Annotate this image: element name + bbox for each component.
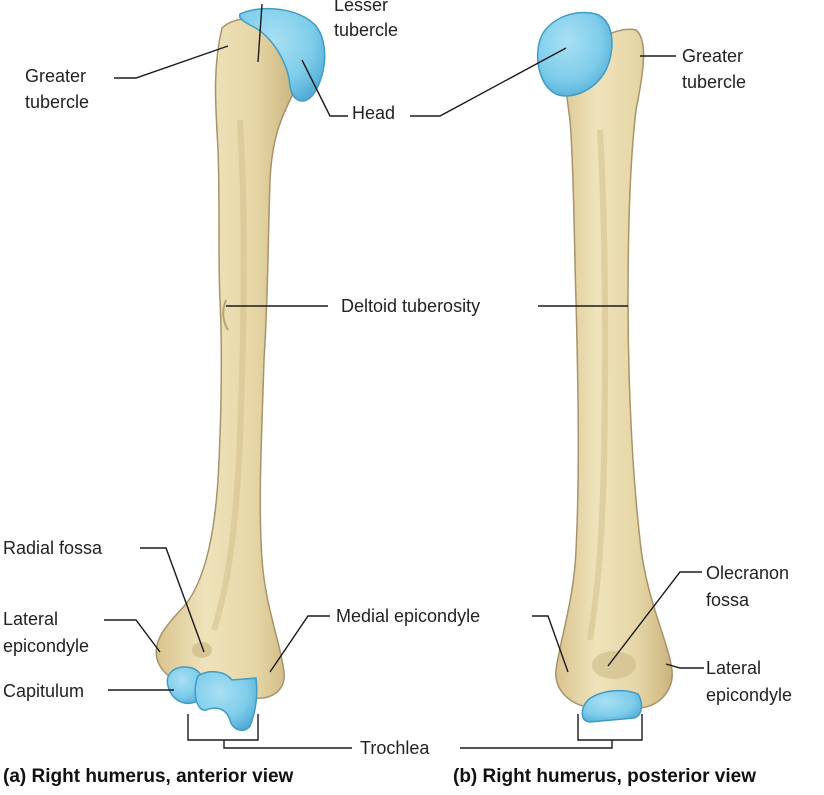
label-lesser-tubercle-line1: Lesser — [334, 0, 389, 15]
label-lesser-tubercle-line2: tubercle — [334, 20, 399, 40]
label-lateral-epicondyle-anterior-line2: epicondyle — [3, 636, 90, 656]
label-capitulum: Capitulum — [3, 681, 85, 701]
label-lateral-epicondyle-anterior-line1: Lateral — [3, 609, 59, 629]
label-greater-tubercle-anterior-line1: Greater — [25, 66, 87, 86]
label-greater-tubercle-posterior-line1: Greater — [682, 46, 744, 66]
posterior-humerus — [537, 11, 673, 723]
label-greater-tubercle-anterior-line2: tubercle — [25, 92, 90, 112]
label-greater-tubercle-posterior-line2: tubercle — [682, 72, 747, 92]
label-olecranon-fossa-line1: Olecranon — [706, 563, 790, 583]
trochlea-bracket-a — [187, 714, 259, 741]
caption-posterior: (b) Right humerus, posterior view — [453, 766, 756, 787]
leader-radial-fossa — [140, 547, 205, 653]
leader-medial-epicondyle-p — [532, 615, 569, 673]
caption-anterior: (a) Right humerus, anterior view — [3, 766, 294, 787]
anterior-shaft — [155, 17, 299, 699]
anterior-trochlea — [194, 670, 258, 731]
anterior-humerus — [155, 7, 326, 731]
leader-head-a — [301, 59, 348, 117]
label-deltoid-tuberosity: Deltoid tuberosity — [341, 296, 481, 316]
posterior-shaft — [555, 28, 673, 709]
label-trochlea: Trochlea — [360, 738, 430, 758]
posterior-head — [537, 11, 613, 97]
leader-medial-epicondyle — [269, 615, 330, 673]
label-lateral-epicondyle-posterior-line2: epicondyle — [706, 685, 793, 705]
label-medial-epicondyle: Medial epicondyle — [336, 606, 481, 626]
leader-trochlea-a — [223, 740, 352, 749]
anterior-head — [238, 7, 326, 102]
label-olecranon-fossa-line2: fossa — [706, 590, 750, 610]
leader-lines — [104, 3, 704, 749]
leader-trochlea-p — [460, 740, 613, 749]
leader-greater-tubercle-a — [114, 45, 229, 79]
trochlea-bracket-p — [577, 714, 643, 741]
leader-head-p — [410, 47, 567, 117]
label-lateral-epicondyle-posterior-line1: Lateral — [706, 658, 762, 678]
leader-lesser-tubercle — [257, 3, 263, 63]
label-radial-fossa: Radial fossa — [3, 538, 103, 558]
posterior-trochlea — [581, 689, 643, 723]
label-head: Head — [352, 103, 396, 123]
leader-olecranon-fossa — [607, 571, 702, 667]
leader-lateral-epicondyle-p — [665, 663, 704, 669]
leader-lateral-epicondyle-a — [104, 619, 161, 653]
